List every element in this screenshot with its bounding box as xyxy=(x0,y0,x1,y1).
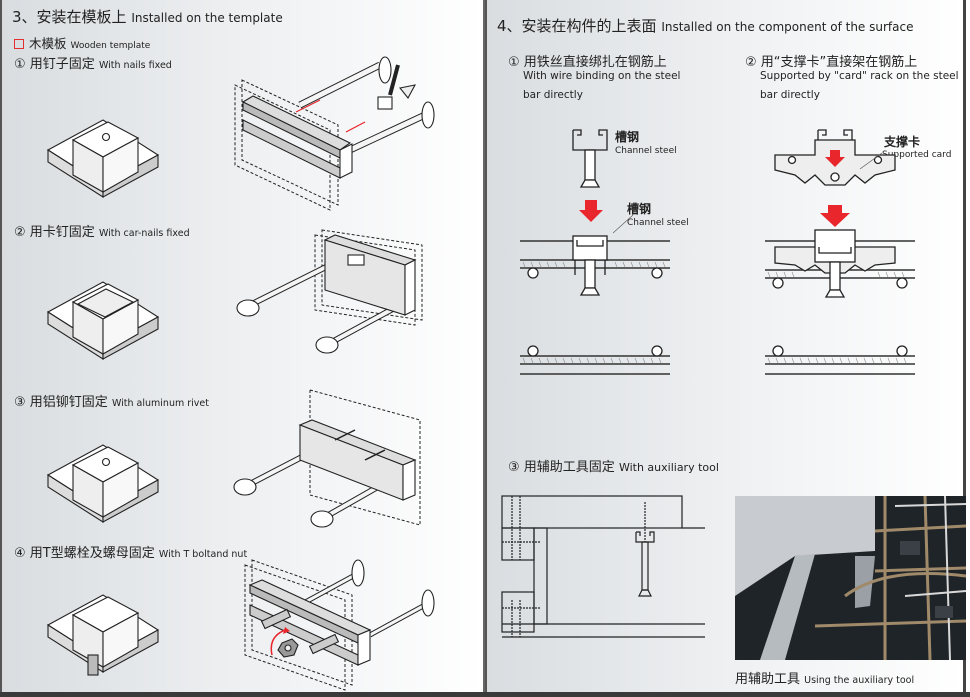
surface-method-card: ② 用“支撑卡”直接架在钢筋上 xyxy=(745,51,917,70)
method-car-nails: ② 用卡钉固定 With car-nails fixed xyxy=(14,221,190,240)
method-en: With T boltand nut xyxy=(158,549,248,560)
channel-rivet-illustration xyxy=(233,389,421,528)
method-cn: 用“支撑卡”直接架在钢筋上 xyxy=(760,55,918,70)
method-en: With car-nails fixed xyxy=(98,228,190,239)
bottom-rule xyxy=(0,692,970,697)
method-t-bolt: ④ 用T型螺栓及螺母固定 With T boltand nut xyxy=(14,542,247,561)
method-num: ④ xyxy=(14,546,26,561)
photo-illustration xyxy=(735,496,966,660)
surface-method-wire-en-1: With wire binding on the steel xyxy=(523,70,681,82)
surface-method-wire: ① 用铁丝直接绑扎在钢筋上 xyxy=(508,51,667,70)
method-num: ② xyxy=(745,55,757,70)
method-aluminum-rivet: ③ 用铝铆钉固定 With aluminum rivet xyxy=(14,391,209,410)
right-section-title-cn: 4、安装在构件的上表面 xyxy=(497,17,657,35)
auxiliary-tool-photo xyxy=(735,496,966,660)
surface-method-wire-en-2: bar directly xyxy=(523,89,583,101)
anchor-block-car-nails-illustration xyxy=(46,281,160,361)
down-arrow-icon xyxy=(579,200,603,222)
method-num: ② xyxy=(14,225,26,240)
material-en: Wooden template xyxy=(70,41,151,51)
support-card-callout-en: Supported card xyxy=(882,150,952,160)
photo-caption: 用辅助工具 Using the auxiliary tool xyxy=(735,668,914,687)
material-label: 木模板 Wooden template xyxy=(14,33,150,52)
channel-steel-callout-2-cn: 槽钢 xyxy=(627,202,652,216)
support-card-callout-cn: 支撑卡 xyxy=(884,135,921,149)
method-cn: 用铝铆钉固定 xyxy=(29,395,108,410)
channel-nails-illustration xyxy=(234,56,435,211)
right-section-title-en: Installed on the component of the surfac… xyxy=(661,20,914,34)
method-en: With nails fixed xyxy=(98,60,172,71)
auxiliary-tool-section-drawing xyxy=(501,495,705,638)
wire-binding-diagram xyxy=(520,129,670,375)
method-num: ③ xyxy=(508,460,520,475)
anchor-block-t-bolt-illustration xyxy=(46,594,160,676)
method-cn: 用钉子固定 xyxy=(29,57,95,72)
support-card-diagram xyxy=(765,129,915,375)
channel-steel-callout-cn: 槽钢 xyxy=(615,130,640,144)
channel-car-nails-illustration xyxy=(236,229,423,354)
channel-steel-callout-en: Channel steel xyxy=(615,146,677,156)
material-cn: 木模板 xyxy=(29,36,67,51)
method-cn: 用辅助工具固定 xyxy=(523,460,615,475)
surface-method-card-en-1: Supported by "card" rack on the steel xyxy=(760,70,959,82)
channel-steel-callout-2-en: Channel steel xyxy=(627,218,689,228)
left-section-title: 3、安装在模板上 Installed on the template xyxy=(12,6,283,27)
anchor-block-rivet-illustration xyxy=(46,444,160,524)
right-section-title: 4、安装在构件的上表面 Installed on the component o… xyxy=(497,15,913,36)
surface-method-card-en-2: bar directly xyxy=(760,89,820,101)
channel-t-bolt-illustration xyxy=(244,559,435,691)
method-en: With auxiliary tool xyxy=(618,461,719,474)
left-section-title-en: Installed on the template xyxy=(131,11,283,25)
left-section-title-cn: 3、安装在模板上 xyxy=(12,8,127,26)
surface-method-auxiliary: ③ 用辅助工具固定 With auxiliary tool xyxy=(508,456,719,475)
anchor-block-nails-illustration xyxy=(46,119,160,199)
method-num: ① xyxy=(508,55,520,70)
method-cn: 用卡钉固定 xyxy=(29,225,95,240)
down-arrow-icon xyxy=(820,205,850,227)
method-num: ③ xyxy=(14,395,26,410)
method-en: With aluminum rivet xyxy=(111,398,209,409)
photo-caption-en: Using the auxiliary tool xyxy=(804,675,915,686)
method-num: ① xyxy=(14,57,26,72)
down-arrow-icon xyxy=(825,150,845,167)
method-nails: ① 用钉子固定 With nails fixed xyxy=(14,53,172,72)
method-cn: 用T型螺栓及螺母固定 xyxy=(29,546,155,561)
red-square-icon xyxy=(14,39,24,49)
panel-divider xyxy=(483,0,485,694)
photo-caption-cn: 用辅助工具 xyxy=(735,672,801,687)
method-cn: 用铁丝直接绑扎在钢筋上 xyxy=(523,55,667,70)
